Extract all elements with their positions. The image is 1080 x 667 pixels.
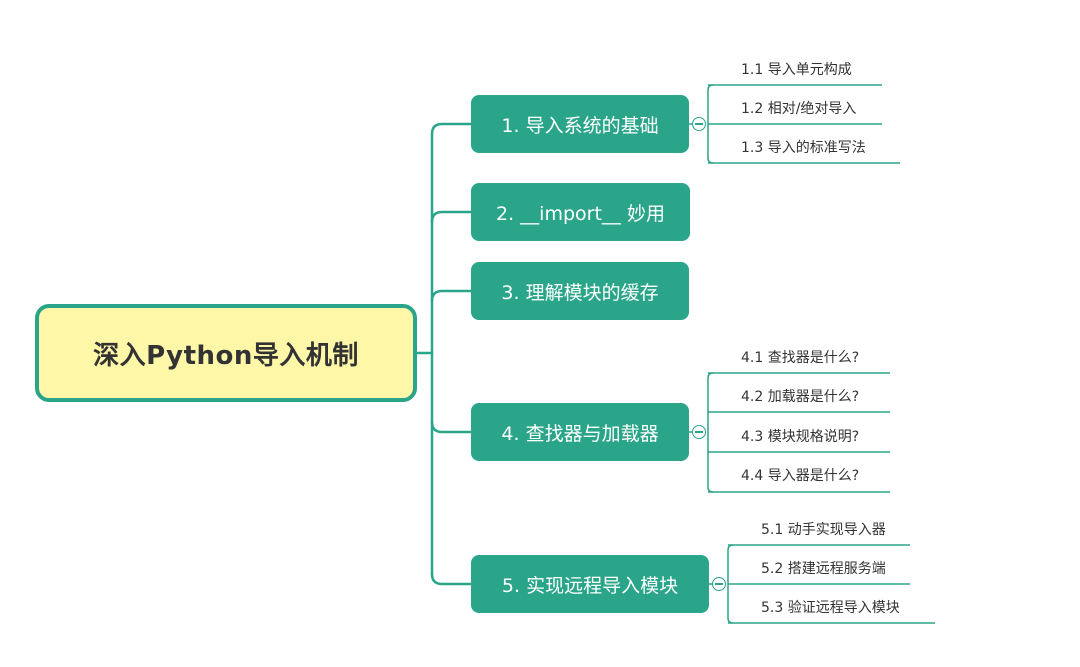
subtopic-5-2[interactable]: 5.2 搭建远程服务端 (761, 561, 886, 577)
branch-topic-1[interactable]: 1. 导入系统的基础 (471, 95, 689, 153)
subtopic-1-2[interactable]: 1.2 相对/绝对导入 (741, 101, 857, 117)
branch-connector-1 (430, 122, 473, 136)
collapse-icon[interactable] (692, 425, 706, 439)
branch-topic-3[interactable]: 3. 理解模块的缓存 (471, 262, 689, 320)
subtopic-4-3[interactable]: 4.3 模块规格说明? (741, 429, 860, 445)
subtopic-1-3[interactable]: 1.3 导入的标准写法 (741, 140, 866, 156)
branch-connector-4 (430, 420, 473, 434)
branch-topic-2[interactable]: 2. __import__ 妙用 (471, 183, 690, 241)
subtopic-4-4[interactable]: 4.4 导入器是什么? (741, 468, 860, 484)
collapse-icon[interactable] (712, 577, 726, 591)
subtopic-4-2[interactable]: 4.2 加载器是什么? (741, 389, 860, 405)
branch-topic-5[interactable]: 5. 实现远程导入模块 (471, 555, 709, 613)
branch-connector-3 (430, 289, 473, 303)
branch-connector-5 (430, 572, 473, 586)
root-topic[interactable]: 深入Python导入机制 (35, 304, 417, 402)
branch-connector-2 (430, 210, 473, 224)
subtopic-5-3[interactable]: 5.3 验证远程导入模块 (761, 600, 900, 616)
subtopic-5-1[interactable]: 5.1 动手实现导入器 (761, 522, 886, 538)
subtopic-1-1[interactable]: 1.1 导入单元构成 (741, 62, 852, 78)
subtopic-4-1[interactable]: 4.1 查找器是什么? (741, 350, 860, 366)
branch-topic-4[interactable]: 4. 查找器与加载器 (471, 403, 689, 461)
collapse-icon[interactable] (692, 117, 706, 131)
